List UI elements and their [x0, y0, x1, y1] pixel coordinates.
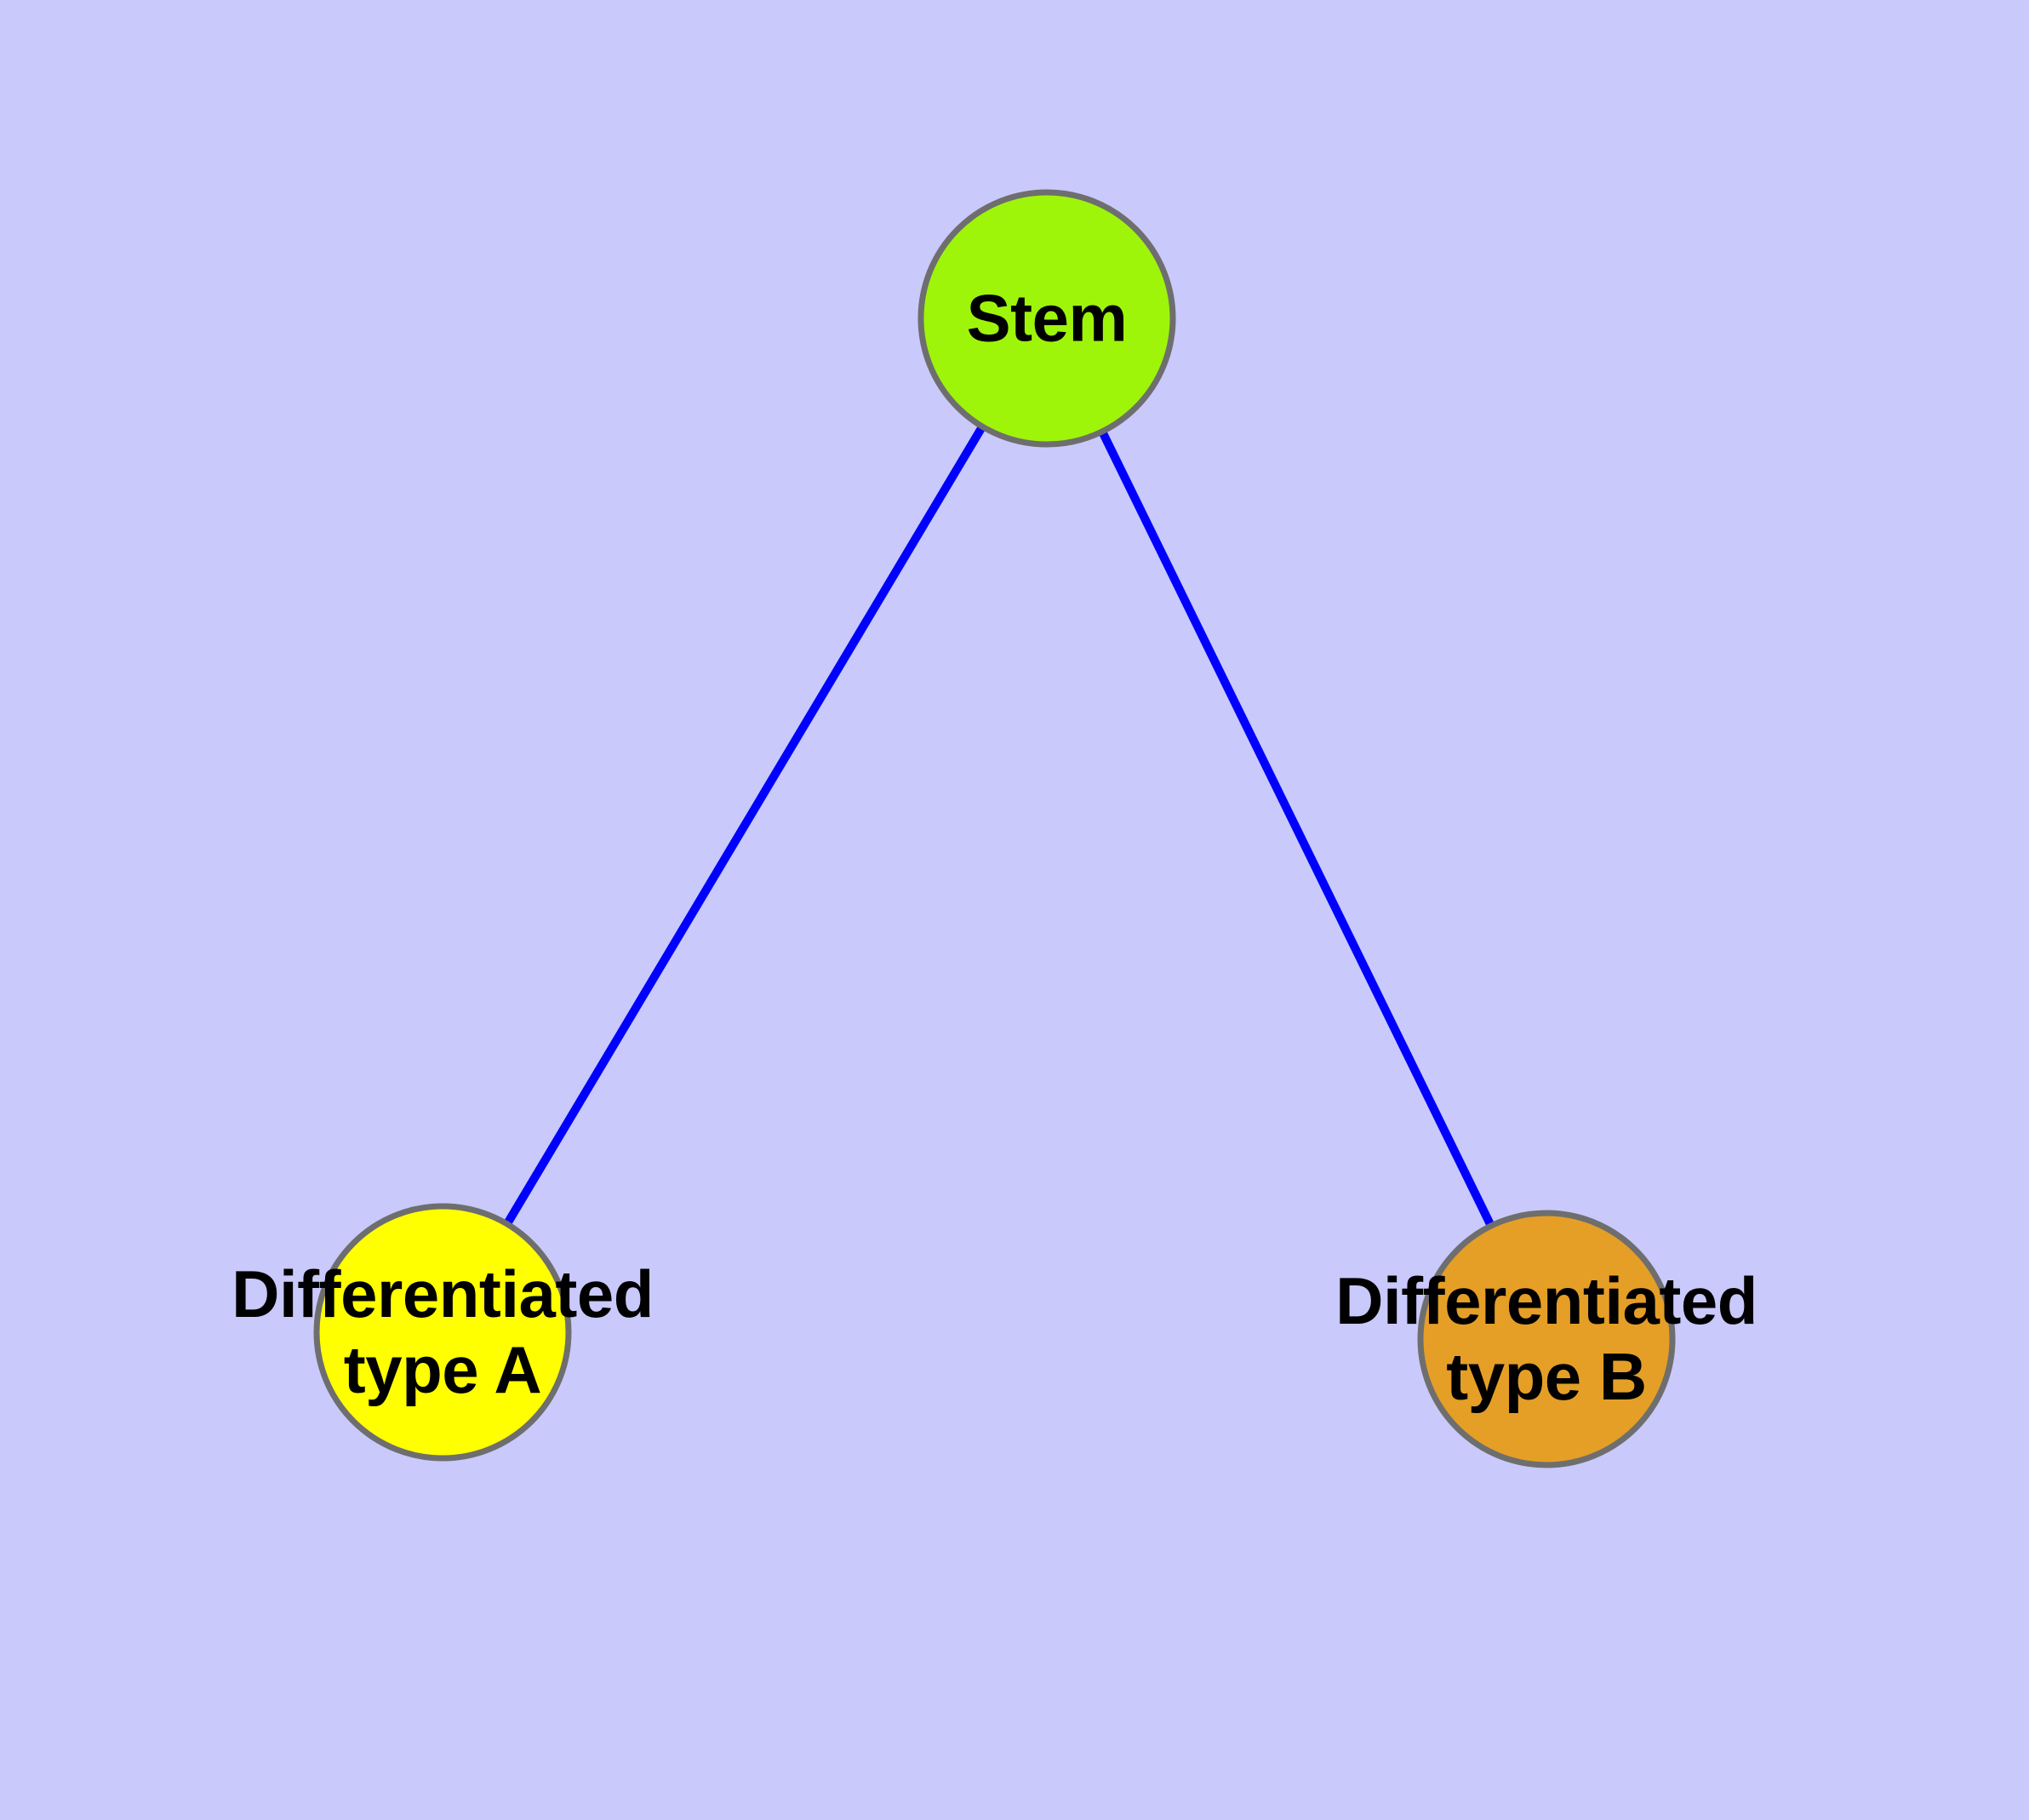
node-differentiated-type-b[interactable]	[1417, 1210, 1676, 1468]
edge-stem-to-differentiated-type-b[interactable]	[1043, 316, 1551, 1342]
node-layer	[313, 189, 1676, 1468]
node-differentiated-type-a[interactable]	[313, 1203, 572, 1462]
edge-stem-to-differentiated-type-a[interactable]	[438, 316, 1051, 1335]
node-stem[interactable]	[917, 189, 1176, 448]
edge-layer	[438, 316, 1551, 1342]
